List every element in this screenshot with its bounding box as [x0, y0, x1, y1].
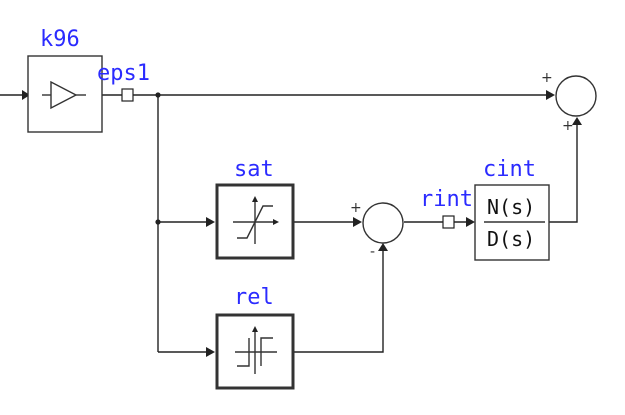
arrow-into-k96	[22, 90, 30, 100]
sum-junction-middle[interactable]	[362, 202, 404, 244]
port-eps1	[121, 88, 134, 102]
saturation-icon	[233, 196, 279, 244]
arrow-into-middle-sum	[353, 217, 362, 227]
arrow-into-right-sum	[546, 90, 555, 100]
sum-right-sign-bottom: +	[562, 118, 574, 134]
sum-right-sign-top: +	[541, 70, 553, 86]
gain-triangle-icon	[42, 80, 86, 110]
port-rint	[442, 215, 455, 229]
arrow-into-middle-sum-bottom	[378, 243, 388, 251]
arrow-into-rel	[206, 347, 215, 357]
label-sat: sat	[234, 157, 274, 182]
arrow-into-right-sum-bottom	[572, 117, 582, 125]
wire-rel-to-sum	[294, 250, 384, 353]
block-k96[interactable]	[27, 55, 103, 133]
relay-icon	[235, 326, 277, 374]
label-k96: k96	[40, 27, 80, 52]
block-sat[interactable]	[215, 183, 295, 260]
cint-denominator: D(s)	[487, 227, 535, 251]
label-rint: rint	[420, 187, 473, 212]
cint-numerator: N(s)	[487, 195, 535, 219]
label-rel: rel	[234, 285, 274, 310]
junction-dot-top	[155, 92, 161, 98]
label-eps1: eps1	[97, 61, 150, 86]
sum-middle-sign-left: +	[350, 200, 362, 216]
arrow-into-cint	[466, 217, 475, 227]
arrow-into-sat	[206, 217, 215, 227]
sum-middle-sign-bottom: -	[370, 244, 375, 260]
wire-cint-to-sum	[549, 124, 578, 223]
block-rel[interactable]	[215, 313, 295, 390]
label-cint: cint	[483, 157, 536, 182]
block-cint[interactable]	[474, 184, 550, 261]
sum-junction-right[interactable]	[555, 75, 597, 117]
